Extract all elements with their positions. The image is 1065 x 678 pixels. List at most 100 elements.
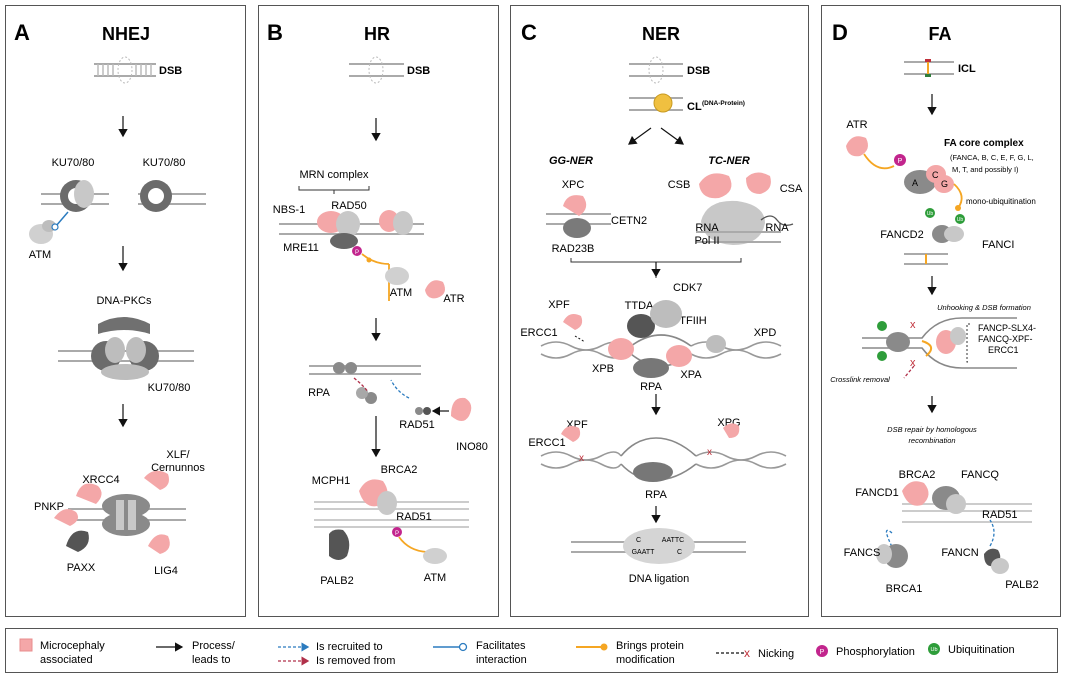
- nbs1-label: NBS-1: [273, 204, 305, 216]
- atm-protein: [29, 220, 56, 244]
- fancd2-fanci: [932, 225, 964, 243]
- rpa-label: RPA: [308, 387, 330, 399]
- nhej-diagram: A NHEJ DSB KU70/80 KU70/80 ATM DNA-PKCs …: [14, 20, 206, 577]
- fanc-complex-label-3: ERCC1: [988, 345, 1019, 355]
- legend-facil-2: interaction: [476, 654, 527, 666]
- legend-process-2: leads to: [192, 654, 231, 666]
- legend-phospho: Phosphorylation: [836, 646, 915, 658]
- ggner-label: GG-NER: [549, 155, 593, 167]
- ub-icon: [955, 214, 965, 224]
- dsb-label: DSB: [159, 65, 182, 77]
- dsb-dna: [349, 56, 404, 84]
- dsb-label: DSB: [687, 65, 710, 77]
- xpc-complex: [546, 195, 611, 238]
- legend-process: Process/: [192, 640, 236, 652]
- panel-letter: D: [832, 20, 848, 45]
- hr-complex: [314, 479, 469, 528]
- csa-label: CSA: [780, 183, 803, 195]
- xlf-label-2: Cernunnos: [151, 462, 205, 474]
- fa-core-complex: [904, 165, 954, 194]
- svg-text:P: P: [898, 158, 903, 165]
- rpa-label: RPA: [640, 381, 662, 393]
- tcner-label: TC-NER: [708, 155, 750, 167]
- atm-label: ATM: [390, 287, 412, 299]
- tfiih-label: TFIIH: [679, 315, 707, 327]
- modification-line: [361, 253, 390, 265]
- core-g: G: [941, 179, 948, 189]
- rna-label: RNA: [765, 222, 789, 234]
- atr-protein: [846, 136, 868, 157]
- rpa2-label: RPA: [645, 489, 667, 501]
- dnapkcs-complex: [58, 317, 194, 380]
- panel-letter: C: [521, 20, 537, 45]
- xrcc4-label: XRCC4: [82, 474, 119, 486]
- rad51-label: RAD51: [982, 509, 1017, 521]
- cl-dna: [629, 93, 683, 113]
- ub-legend-icon: [928, 643, 940, 655]
- atr-label: ATR: [443, 293, 464, 305]
- fa-hr-complex: [876, 481, 1032, 574]
- rad50-label: RAD50: [331, 200, 366, 212]
- icl-label: ICL: [958, 63, 976, 75]
- rpa-dna: [309, 362, 431, 415]
- atr-protein: [425, 280, 445, 299]
- xpf-label: XPF: [548, 299, 570, 311]
- xpc-label: XPC: [562, 179, 585, 191]
- palb2-protein: [329, 529, 350, 560]
- fancd1-label: FANCD1: [855, 487, 898, 499]
- phospho-icon: [352, 246, 362, 256]
- cl-sup: (DNA-Protein): [702, 100, 745, 107]
- svg-text:Ub: Ub: [927, 211, 934, 217]
- core-label-3: M, T, and possibly I): [952, 165, 1019, 174]
- svg-text:x: x: [579, 453, 584, 464]
- mrn-label: MRN complex: [299, 169, 369, 181]
- core-label-2: (FANCA, B, C, E, F, G, L,: [950, 153, 1034, 162]
- panel-title: NHEJ: [102, 24, 150, 44]
- fancd2-label: FANCD2: [880, 229, 923, 241]
- legend-svg: Microcephaly associated Process/ leads t…: [19, 638, 1015, 667]
- dsb-dna: [94, 56, 156, 84]
- rnapol-label-2: Pol II: [694, 235, 719, 247]
- ub-icon: [925, 208, 935, 218]
- ercc1b-label: ERCC1: [528, 437, 565, 449]
- svg-text:P: P: [820, 649, 825, 656]
- facilitates-line: [55, 211, 69, 227]
- legend: Microcephaly associated Process/ leads t…: [5, 628, 1058, 673]
- rad51b-label: RAD51: [396, 511, 431, 523]
- legend-recruited: Is recruited to: [316, 641, 383, 653]
- svg-text:x: x: [707, 447, 712, 458]
- incision-complex: x x: [540, 423, 787, 482]
- ku-right-label: KU70/80: [143, 157, 186, 169]
- ino80-label: INO80: [456, 441, 488, 453]
- panel-fa: D FA ICL ATR P FA core complex (FANCA, B…: [821, 5, 1061, 617]
- atm2-label: ATM: [424, 572, 446, 584]
- svg-text:P: P: [395, 531, 399, 537]
- palb2-label: PALB2: [1005, 579, 1038, 591]
- hr-diagram: B HR DSB MRN complex NBS-1 RAD50 MRE11 P…: [267, 20, 488, 587]
- seq-c2: C: [677, 549, 682, 556]
- panel-title: HR: [364, 24, 390, 44]
- ku-right-complex: [138, 180, 206, 212]
- ttda-label: TTDA: [625, 300, 654, 312]
- ner-bubble-complex: [540, 300, 782, 378]
- rnapol-label: RNA: [695, 222, 719, 234]
- legend-facil: Facilitates: [476, 640, 526, 652]
- paxx-label: PAXX: [67, 562, 96, 574]
- fanc-complex-label: FANCP-SLX4-: [978, 323, 1036, 333]
- fancq-label: FANCQ: [961, 469, 999, 481]
- dsb-dna: [629, 56, 683, 84]
- legend-brings-2: modification: [616, 654, 675, 666]
- panel-hr: B HR DSB MRN complex NBS-1 RAD50 MRE11 P…: [258, 5, 499, 617]
- unhooking-complex: x x: [862, 317, 1017, 379]
- core-label: FA core complex: [944, 138, 1024, 149]
- panel-nhej: A NHEJ DSB KU70/80 KU70/80 ATM DNA-PKCs …: [5, 5, 246, 617]
- dsbrep-label-2: recombination: [908, 436, 955, 445]
- xremove-label: Crosslink removal: [830, 375, 890, 384]
- dsb-label: DSB: [407, 65, 430, 77]
- svg-text:Ub: Ub: [957, 217, 964, 223]
- phospho-legend-icon: [816, 645, 828, 657]
- ku-left-complex: [41, 180, 109, 212]
- brca1-label: BRCA1: [886, 583, 923, 595]
- atm2-protein: [423, 548, 447, 564]
- brca2-label: BRCA2: [381, 464, 418, 476]
